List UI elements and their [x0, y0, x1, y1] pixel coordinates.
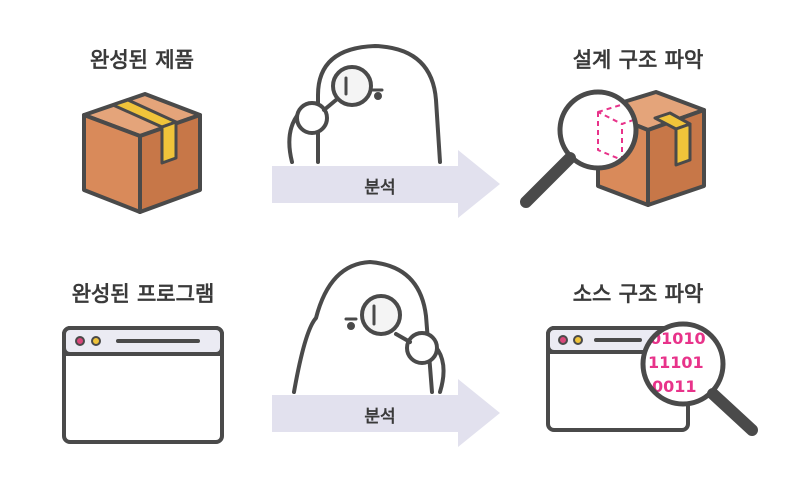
row1-result-label: 설계 구조 파악	[572, 48, 704, 72]
binary-line: 0011	[652, 377, 697, 396]
analysis-arrow-1	[272, 150, 500, 218]
row1-source-label: 완성된 제품	[90, 48, 194, 72]
row2-result-label: 소스 구조 파악	[572, 282, 704, 306]
source-structure-icon	[546, 322, 725, 432]
design-structure-icon	[520, 89, 706, 208]
analyst-figure-icon	[287, 44, 442, 164]
analyst-figure-icon	[292, 260, 446, 394]
row2-source-label: 완성된 프로그램	[71, 282, 215, 306]
magnifier-icon	[640, 321, 758, 436]
row1-action-label: 분석	[364, 178, 396, 198]
binary-line: 01010	[650, 329, 706, 348]
binary-code: 01010 11101 0011	[648, 329, 706, 396]
product-box-icon	[82, 92, 202, 214]
analysis-arrow-2	[272, 379, 500, 447]
program-window-icon	[62, 326, 224, 444]
binary-line: 11101	[648, 353, 704, 372]
row2-action-label: 분석	[364, 407, 396, 427]
